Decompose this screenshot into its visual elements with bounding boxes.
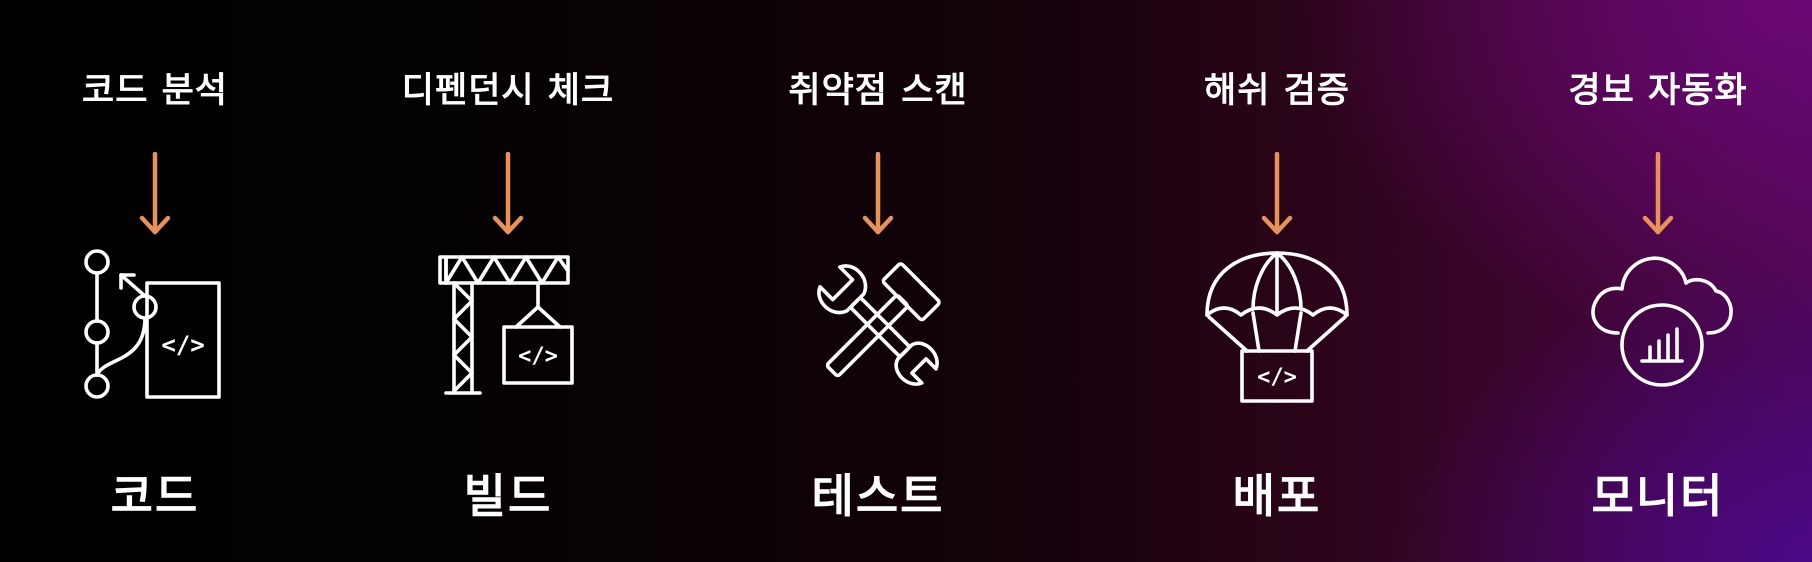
stage-build: 디펜던시 체크 </> 빌드	[358, 0, 658, 562]
stage-top-label: 디펜던시 체크	[401, 71, 615, 111]
svg-text:</>: </>	[161, 331, 204, 359]
parachute-icon: </>	[1205, 251, 1349, 403]
cloud-monitor-icon	[1591, 256, 1733, 387]
stage-code: 코드 분석 </> 코드	[5, 0, 305, 562]
stage-top-label: 경보 자동화	[1568, 71, 1748, 111]
tools-icon	[817, 262, 941, 386]
arrow-down-icon	[862, 152, 894, 235]
stage-top-label: 취약점 스캔	[788, 71, 968, 111]
stage-name: 테스트	[811, 469, 945, 523]
stage-top-label: 코드 분석	[82, 71, 228, 111]
arrow-down-icon	[1642, 152, 1674, 235]
stage-top-label: 해쉬 검증	[1204, 71, 1350, 111]
stage-name: 코드	[110, 469, 200, 523]
arrow-down-icon	[139, 152, 171, 235]
stage-name: 배포	[1232, 469, 1322, 523]
svg-text:</>: </>	[518, 344, 558, 369]
stage-test: 취약점 스캔 테스트	[728, 0, 1028, 562]
stage-deploy: 해쉬 검증 </> 배포	[1127, 0, 1427, 562]
arrow-down-icon	[492, 152, 524, 235]
stage-monitor: 경보 자동화 모니터	[1508, 0, 1808, 562]
stage-name: 빌드	[463, 469, 553, 523]
code-branch-icon: </>	[84, 249, 221, 399]
svg-text:</>: </>	[1257, 365, 1297, 390]
stage-name: 모니터	[1591, 469, 1725, 523]
arrow-down-icon	[1261, 152, 1293, 235]
crane-icon: </>	[438, 255, 574, 395]
